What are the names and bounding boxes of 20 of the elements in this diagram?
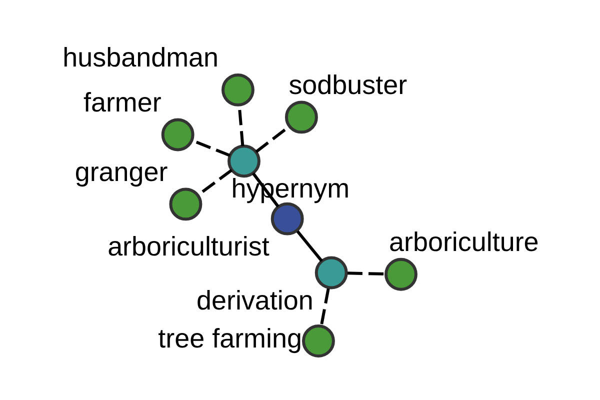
node-circle bbox=[302, 324, 335, 358]
node-circle bbox=[228, 144, 260, 178]
node-label: husbandman bbox=[62, 42, 219, 72]
node-circle bbox=[161, 118, 194, 151]
connector bbox=[296, 230, 323, 262]
node-circle bbox=[270, 202, 304, 235]
node-circle bbox=[284, 100, 318, 134]
node-circle bbox=[169, 187, 202, 220]
connector bbox=[320, 288, 330, 326]
node-label: sodbuster bbox=[288, 69, 408, 100]
node-circle bbox=[314, 256, 348, 289]
node-circle bbox=[221, 72, 254, 106]
node-label: derivation bbox=[196, 284, 314, 315]
node-circle bbox=[384, 257, 418, 290]
node-label: arboriculture bbox=[389, 226, 539, 256]
node-label: tree farming bbox=[158, 323, 302, 354]
node-label: arboriculturist bbox=[108, 230, 270, 261]
connector bbox=[347, 271, 386, 275]
node-label: farmer bbox=[83, 86, 162, 117]
node-label: granger bbox=[74, 156, 168, 186]
